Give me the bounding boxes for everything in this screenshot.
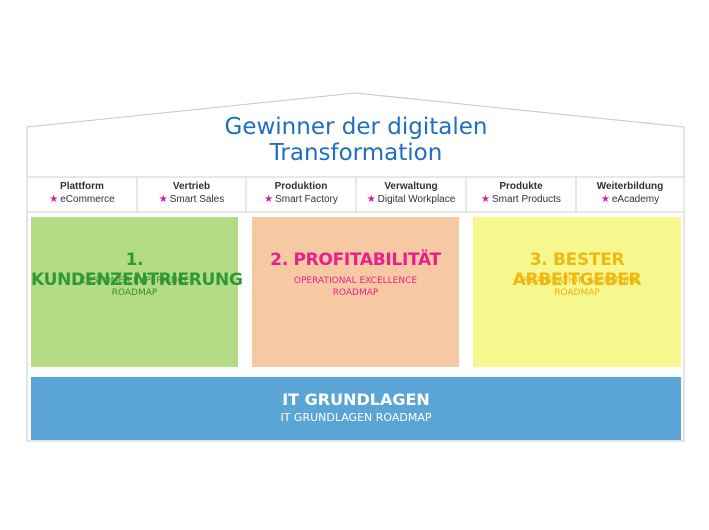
category-name: Plattform bbox=[60, 181, 104, 192]
star-icon: ★ bbox=[158, 194, 168, 205]
category-item-label: Smart Factory bbox=[275, 194, 338, 205]
pillar-kundenzentrierung: 1. KUNDENZENTRIERUNG CUSTOMER EXPERIENCE… bbox=[31, 217, 243, 367]
category-name: Produktion bbox=[274, 181, 328, 192]
pillar-subtitle-line1: ORGANISATION & CULTURE bbox=[515, 276, 639, 286]
house-title-line2: Transformation bbox=[269, 140, 443, 166]
category-produkte: Produkte ★Smart Products bbox=[466, 178, 576, 211]
category-item-label: eAcademy bbox=[611, 194, 660, 205]
star-icon: ★ bbox=[264, 194, 274, 205]
category-item: ★eCommerce bbox=[27, 193, 137, 206]
category-name: Vertrieb bbox=[172, 181, 211, 192]
category-name: Verwaltung bbox=[384, 181, 438, 192]
star-icon: ★ bbox=[481, 194, 491, 205]
category-produktion: Produktion ★Smart Factory bbox=[246, 178, 356, 211]
pillar-title: 2. PROFITABILITÄT bbox=[270, 250, 441, 270]
category-item-label: Digital Workplace bbox=[377, 194, 456, 205]
category-item: ★eAcademy bbox=[576, 193, 684, 206]
category-item: ★Smart Sales bbox=[137, 193, 246, 206]
pillar-subtitle-line2: ROADMAP bbox=[111, 288, 158, 298]
category-vertrieb: Vertrieb ★Smart Sales bbox=[137, 178, 246, 211]
category-item: ★Digital Workplace bbox=[356, 193, 466, 206]
pillar-title: 1. KUNDENZENTRIERUNG bbox=[31, 250, 243, 290]
category-item-label: Smart Products bbox=[492, 194, 561, 205]
foundation-title: IT GRUNDLAGEN bbox=[282, 390, 430, 409]
category-plattform: Plattform ★eCommerce bbox=[27, 178, 137, 211]
house-title-line1: Gewinner der digitalen bbox=[224, 114, 488, 140]
pillar-subtitle: ORGANISATION & CULTURE ROADMAP bbox=[473, 275, 681, 299]
star-icon: ★ bbox=[600, 194, 610, 205]
category-item: ★Smart Products bbox=[466, 193, 576, 206]
category-item-label: Smart Sales bbox=[169, 194, 225, 205]
pillar-subtitle: CUSTOMER EXPERIENCE ROADMAP bbox=[31, 275, 238, 299]
category-name: Weiterbildung bbox=[596, 181, 664, 192]
pillar-title: 3. BESTER ARBEITGEBER bbox=[512, 250, 642, 290]
category-weiterbildung: Weiterbildung ★eAcademy bbox=[576, 178, 684, 211]
pillar-subtitle-line1: OPERATIONAL EXCELLENCE bbox=[293, 276, 418, 286]
pillar-bester-arbeitgeber: 3. BESTER ARBEITGEBER ORGANISATION & CUL… bbox=[473, 217, 681, 367]
pillar-subtitle-line2: ROADMAP bbox=[332, 288, 379, 298]
foundation-it-grundlagen: IT GRUNDLAGEN IT GRUNDLAGEN ROADMAP bbox=[31, 377, 681, 440]
category-item: ★Smart Factory bbox=[246, 193, 356, 206]
pillar-subtitle-line1: CUSTOMER EXPERIENCE bbox=[79, 276, 190, 286]
foundation-subtitle: IT GRUNDLAGEN ROADMAP bbox=[280, 411, 432, 424]
pillar-profitabilitaet: 2. PROFITABILITÄT OPERATIONAL EXCELLENCE… bbox=[252, 217, 459, 367]
star-icon: ★ bbox=[366, 194, 376, 205]
star-icon: ★ bbox=[49, 194, 59, 205]
category-verwaltung: Verwaltung ★Digital Workplace bbox=[356, 178, 466, 211]
category-name: Produkte bbox=[499, 181, 543, 192]
category-item-label: eCommerce bbox=[60, 194, 115, 205]
pillar-subtitle: OPERATIONAL EXCELLENCE ROADMAP bbox=[252, 275, 459, 299]
pillar-subtitle-line2: ROADMAP bbox=[554, 288, 600, 298]
